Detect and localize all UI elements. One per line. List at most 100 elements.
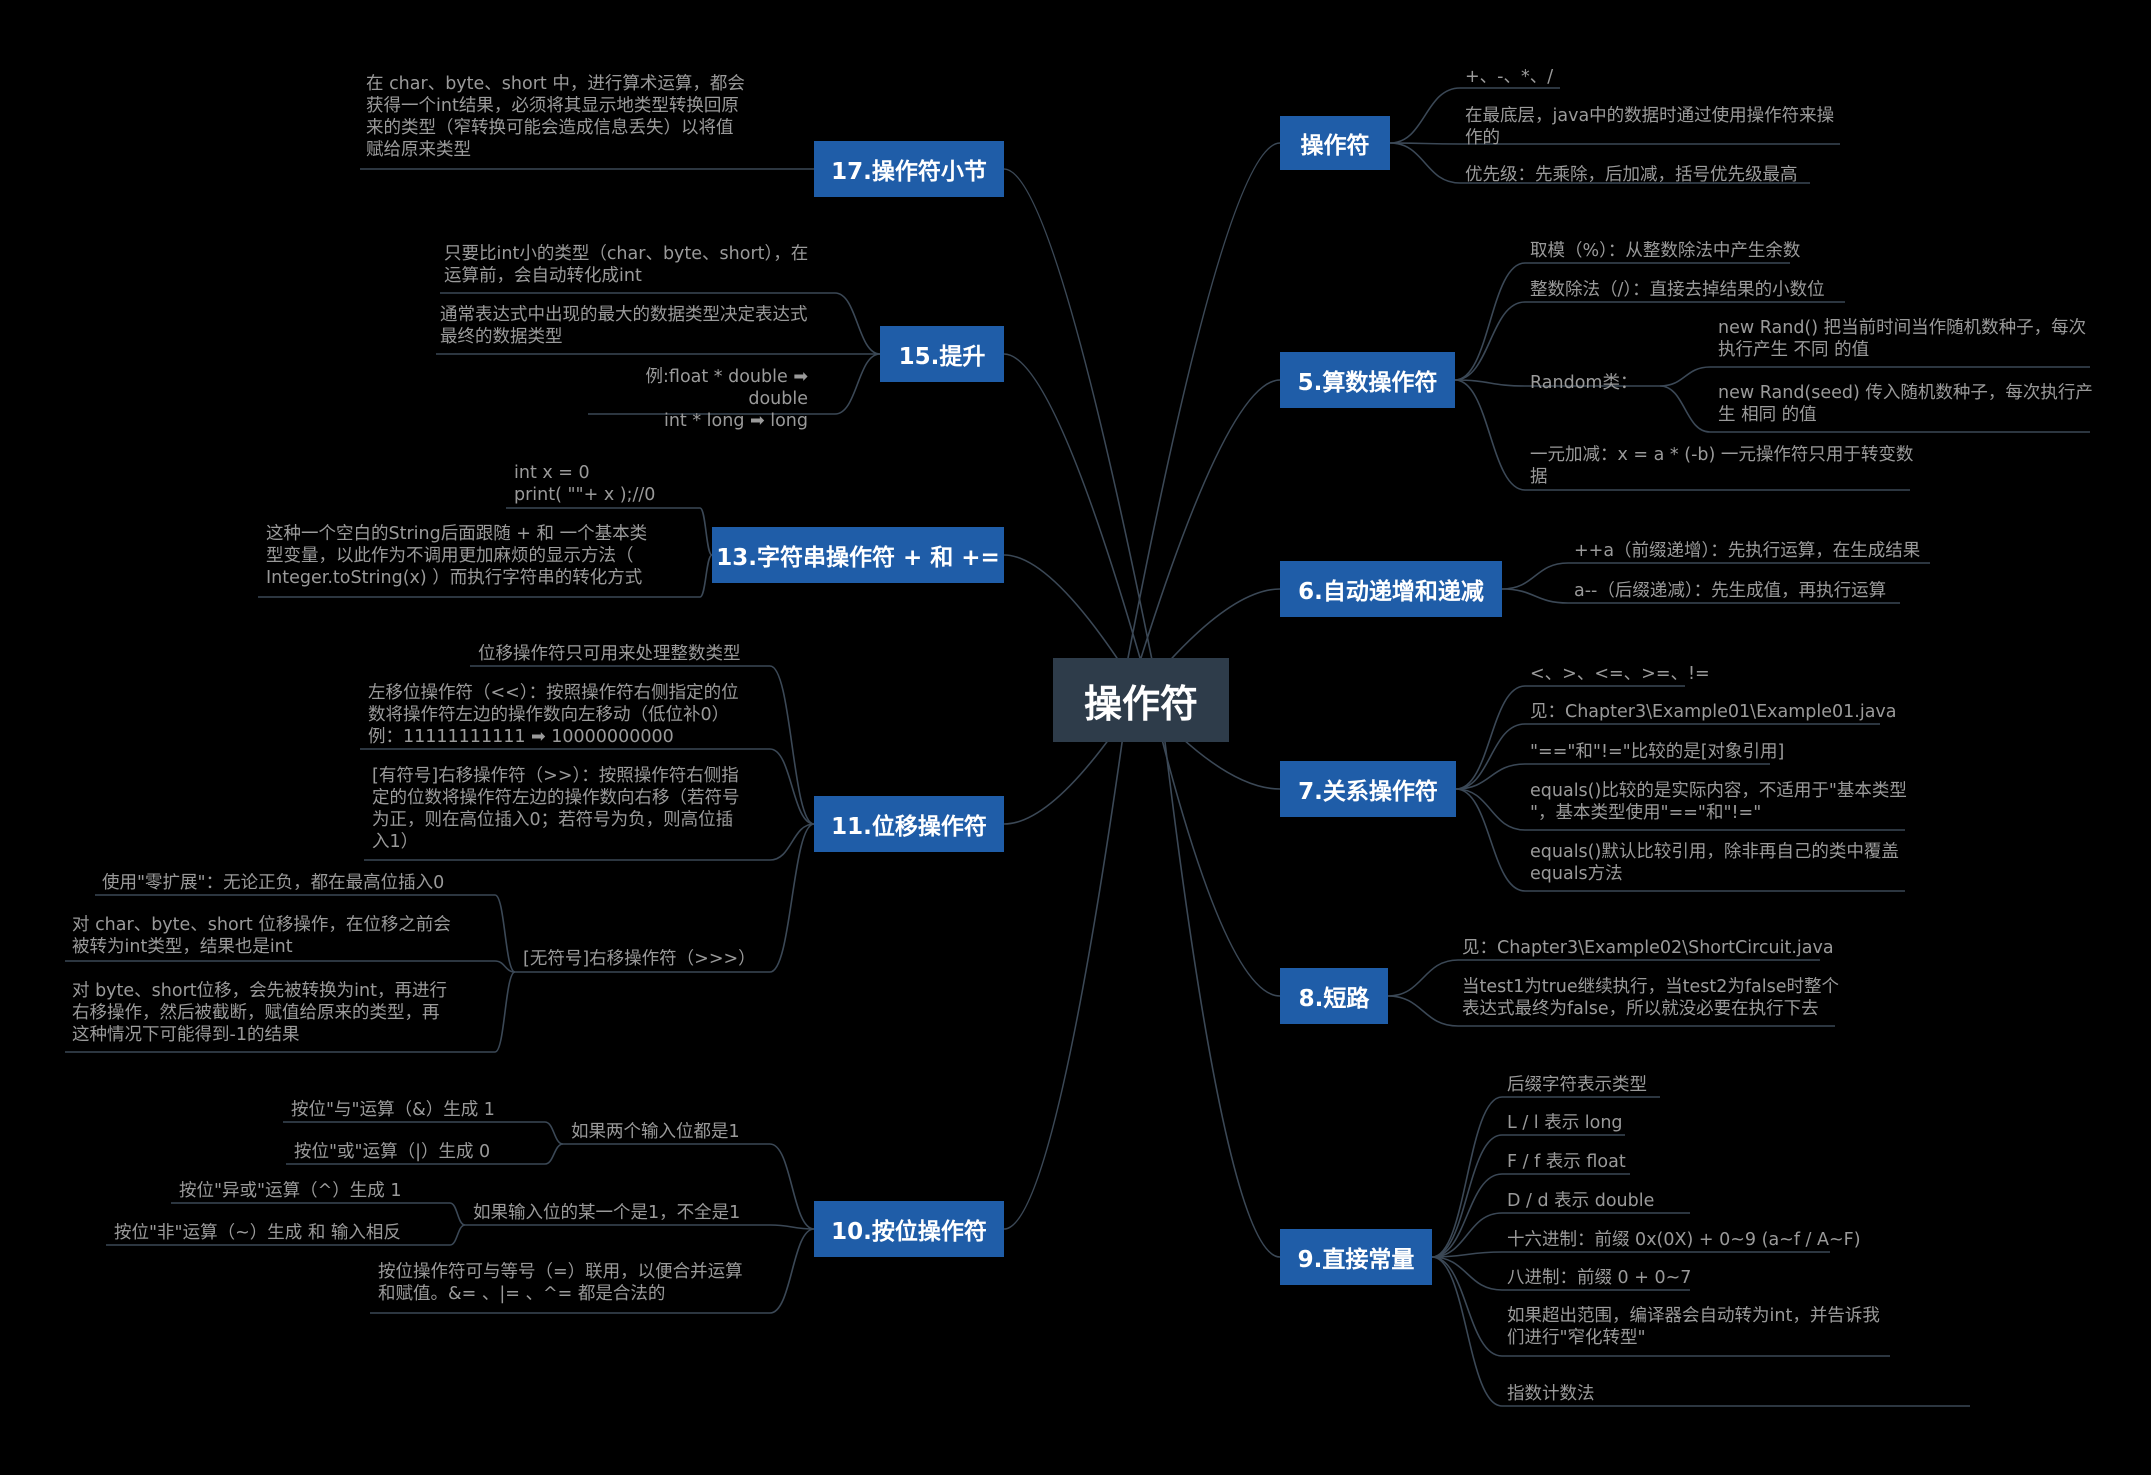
leaf-lit-octal[interactable]: 八进制：前缀 0 + 0~7 <box>1507 1268 1692 1288</box>
leaf-ar-modulo[interactable]: 取模（%）：从整数除法中产生余数 <box>1530 241 1801 261</box>
connector <box>699 554 713 598</box>
leaf-lit-hex[interactable]: 十六进制：前缀 0x(0X) + 0~9 (a~f / A~F) <box>1507 1230 1861 1250</box>
topic-short-circuit[interactable]: 8.短路 <box>1280 968 1388 1024</box>
topic-increment[interactable]: 6.自动递增和递减 <box>1280 561 1502 617</box>
leaf-shift-truncate[interactable]: 对 byte、short位移，会先被转换为int，再进行 右移操作，然后被截断，… <box>72 981 447 1045</box>
connector <box>1003 353 1153 701</box>
leaf-lit-overflow[interactable]: 如果超出范围，编译器会自动转为int，并告诉我 们进行"窄化转型" <box>1507 1306 1880 1348</box>
topic-shift-operators[interactable]: 11.位移操作符 <box>814 796 1004 852</box>
connector <box>1159 699 1281 1258</box>
connector <box>1454 379 1526 491</box>
leaf-shift-signed-right[interactable]: [有符号]右移操作符（>>）：按照操作符右侧指 定的位数将操作符左边的操作数向右… <box>372 766 740 852</box>
connector <box>494 971 516 1053</box>
leaf-str-explain[interactable]: 这种一个空白的String后面跟随 + 和 一个基本类 型变量，以此作为不调用更… <box>266 524 648 588</box>
connector <box>769 1143 815 1230</box>
connector <box>544 1143 564 1165</box>
leaf-lit-long[interactable]: L / l 表示 long <box>1507 1113 1623 1133</box>
leaf-lit-double[interactable]: D / d 表示 double <box>1507 1191 1655 1211</box>
topic-operators[interactable]: 操作符 <box>1280 116 1390 170</box>
leaf-bw-not[interactable]: 按位"非"运算（~）生成 和 输入相反 <box>114 1223 401 1243</box>
leaf-op-precedence[interactable]: 优先级：先乘除，后加减，括号优先级最高 <box>1465 165 1798 185</box>
connector <box>1659 385 1711 433</box>
connector <box>1003 168 1161 701</box>
leaf-promo-example[interactable]: 例:float * double ➡ double int * long ➡ l… <box>645 367 808 431</box>
leaf-shift-char-byte-short[interactable]: 对 char、byte、short 位移操作，在位移之前会 被转为int类型，结… <box>72 915 451 957</box>
leaf-bw-both-one[interactable]: 如果两个输入位都是1 <box>571 1122 740 1142</box>
connector <box>1455 763 1526 790</box>
connector <box>769 823 815 973</box>
connector <box>1387 959 1459 997</box>
leaf-rel-ops[interactable]: <、>、<=、>=、!= <box>1530 664 1710 684</box>
leaf-shift-int-only[interactable]: 位移操作符只可用来处理整数类型 <box>478 644 741 664</box>
connector <box>1003 699 1129 1230</box>
leaf-ar-random-time[interactable]: new Rand() 把当前时间当作随机数种子，每次 执行产生 不同 的值 <box>1718 318 2087 360</box>
leaf-bw-xor[interactable]: 按位"异或"运算（^）生成 1 <box>179 1181 402 1201</box>
connector <box>494 894 516 973</box>
leaf-bw-or[interactable]: 按位"或"运算（|）生成 0 <box>294 1142 491 1162</box>
leaf-inc-postfix[interactable]: a--（后缀递减）：先生成值，再执行运算 <box>1574 581 1887 601</box>
leaf-summary-text[interactable]: 在 char、byte、short 中，进行算术运算，都会 获得一个int结果，… <box>366 74 745 160</box>
leaf-op-basic[interactable]: +、-、*、/ <box>1465 67 1554 87</box>
leaf-bw-and[interactable]: 按位"与"运算（&）生成 1 <box>291 1100 495 1120</box>
leaf-promo-largest-type[interactable]: 通常表达式中出现的最大的数据类型决定表达式 最终的数据类型 <box>440 305 808 347</box>
leaf-inc-prefix[interactable]: ++a（前缀递增）：先执行运算，在生成结果 <box>1574 541 1921 561</box>
topic-arithmetic[interactable]: 5.算数操作符 <box>1280 352 1455 408</box>
connector <box>1119 142 1281 701</box>
leaf-rel-equals-content[interactable]: equals()比较的是实际内容，不适用于"基本类型 "，基本类型使用"=="和… <box>1530 781 1907 823</box>
leaf-shift-zero-extend[interactable]: 使用"零扩展"：无论正负，都在最高位插入0 <box>102 873 445 893</box>
leaf-bw-one-is-one[interactable]: 如果输入位的某一个是1，不全是1 <box>473 1203 741 1223</box>
topic-string-operator[interactable]: 13.字符串操作符 + 和 += <box>712 527 1004 583</box>
topic-promotion[interactable]: 15.提升 <box>880 326 1004 382</box>
leaf-ar-random-seed[interactable]: new Rand(seed) 传入随机数种子，每次执行产 生 相同 的值 <box>1718 383 2093 425</box>
leaf-lit-suffix[interactable]: 后缀字符表示类型 <box>1507 1075 1647 1095</box>
connector <box>834 353 881 415</box>
leaf-ar-int-division[interactable]: 整数除法（/）：直接去掉结果的小数位 <box>1530 280 1825 300</box>
leaf-str-code[interactable]: int x = 0 print( ""+ x );//0 <box>514 463 656 505</box>
connector <box>1431 1096 1503 1258</box>
leaf-rel-example[interactable]: 见：Chapter3\Example01\Example01.java <box>1530 702 1897 722</box>
leaf-rel-reference[interactable]: "=="和"!="比较的是[对象引用] <box>1530 742 1785 762</box>
leaf-op-lowlevel[interactable]: 在最底层，java中的数据时通过使用操作符来操 作的 <box>1465 106 1835 148</box>
connector <box>449 1202 466 1226</box>
connector <box>1431 1134 1503 1258</box>
connector <box>1127 379 1281 701</box>
connector <box>1455 723 1526 790</box>
leaf-rel-equals-default[interactable]: equals()默认比较引用，除非再自己的类中覆盖 equals方法 <box>1530 842 1899 884</box>
leaf-ar-unary[interactable]: 一元加减：x = a * (-b) 一元操作符只用于转变数 据 <box>1530 445 1914 487</box>
topic-bitwise-operators[interactable]: 10.按位操作符 <box>814 1201 1004 1257</box>
connector <box>1501 562 1569 590</box>
connector <box>1431 1212 1503 1258</box>
connector <box>1389 142 1461 145</box>
connector <box>1454 262 1526 381</box>
leaf-shift-left[interactable]: 左移位操作符（<<）：按照操作符右侧指定的位 数将操作符左边的操作数向左移动（低… <box>368 683 739 747</box>
topic-relational[interactable]: 7.关系操作符 <box>1280 761 1456 817</box>
connector <box>1431 1256 1503 1407</box>
connector <box>769 748 815 825</box>
connector <box>1659 366 1711 387</box>
connector <box>1387 995 1459 1027</box>
leaf-sc-example[interactable]: 见：Chapter3\Example02\ShortCircuit.java <box>1462 938 1834 958</box>
connector <box>1431 1251 1503 1258</box>
connector <box>769 1224 815 1230</box>
connector <box>769 823 815 861</box>
central-topic[interactable]: 操作符 <box>1053 658 1229 742</box>
connector <box>1431 1256 1503 1357</box>
topic-literals[interactable]: 9.直接常量 <box>1280 1229 1432 1285</box>
connector <box>1431 1256 1503 1291</box>
leaf-lit-float[interactable]: F / f 表示 float <box>1507 1152 1626 1172</box>
leaf-sc-explain[interactable]: 当test1为true继续执行，当test2为false时整个 表达式最终为fa… <box>1462 977 1840 1019</box>
connector <box>769 665 815 825</box>
connector <box>1455 685 1526 790</box>
leaf-bw-assign[interactable]: 按位操作符可与等号（=）联用，以便合并运算 和赋值。&= 、|= 、^= 都是合… <box>378 1262 743 1304</box>
connector <box>1389 87 1461 144</box>
connector <box>1454 301 1526 381</box>
connector <box>1455 788 1526 892</box>
topic-operator-summary[interactable]: 17.操作符小节 <box>814 141 1004 197</box>
connector <box>1389 142 1461 184</box>
leaf-lit-exponent[interactable]: 指数计数法 <box>1507 1384 1595 1404</box>
leaf-shift-unsigned-right[interactable]: [无符号]右移操作符（>>>） <box>523 949 756 969</box>
leaf-ar-random[interactable]: Random类： <box>1530 373 1638 393</box>
leaf-promo-small-types[interactable]: 只要比int小的类型（char、byte、short），在 运算前，会自动转化成… <box>444 244 809 286</box>
